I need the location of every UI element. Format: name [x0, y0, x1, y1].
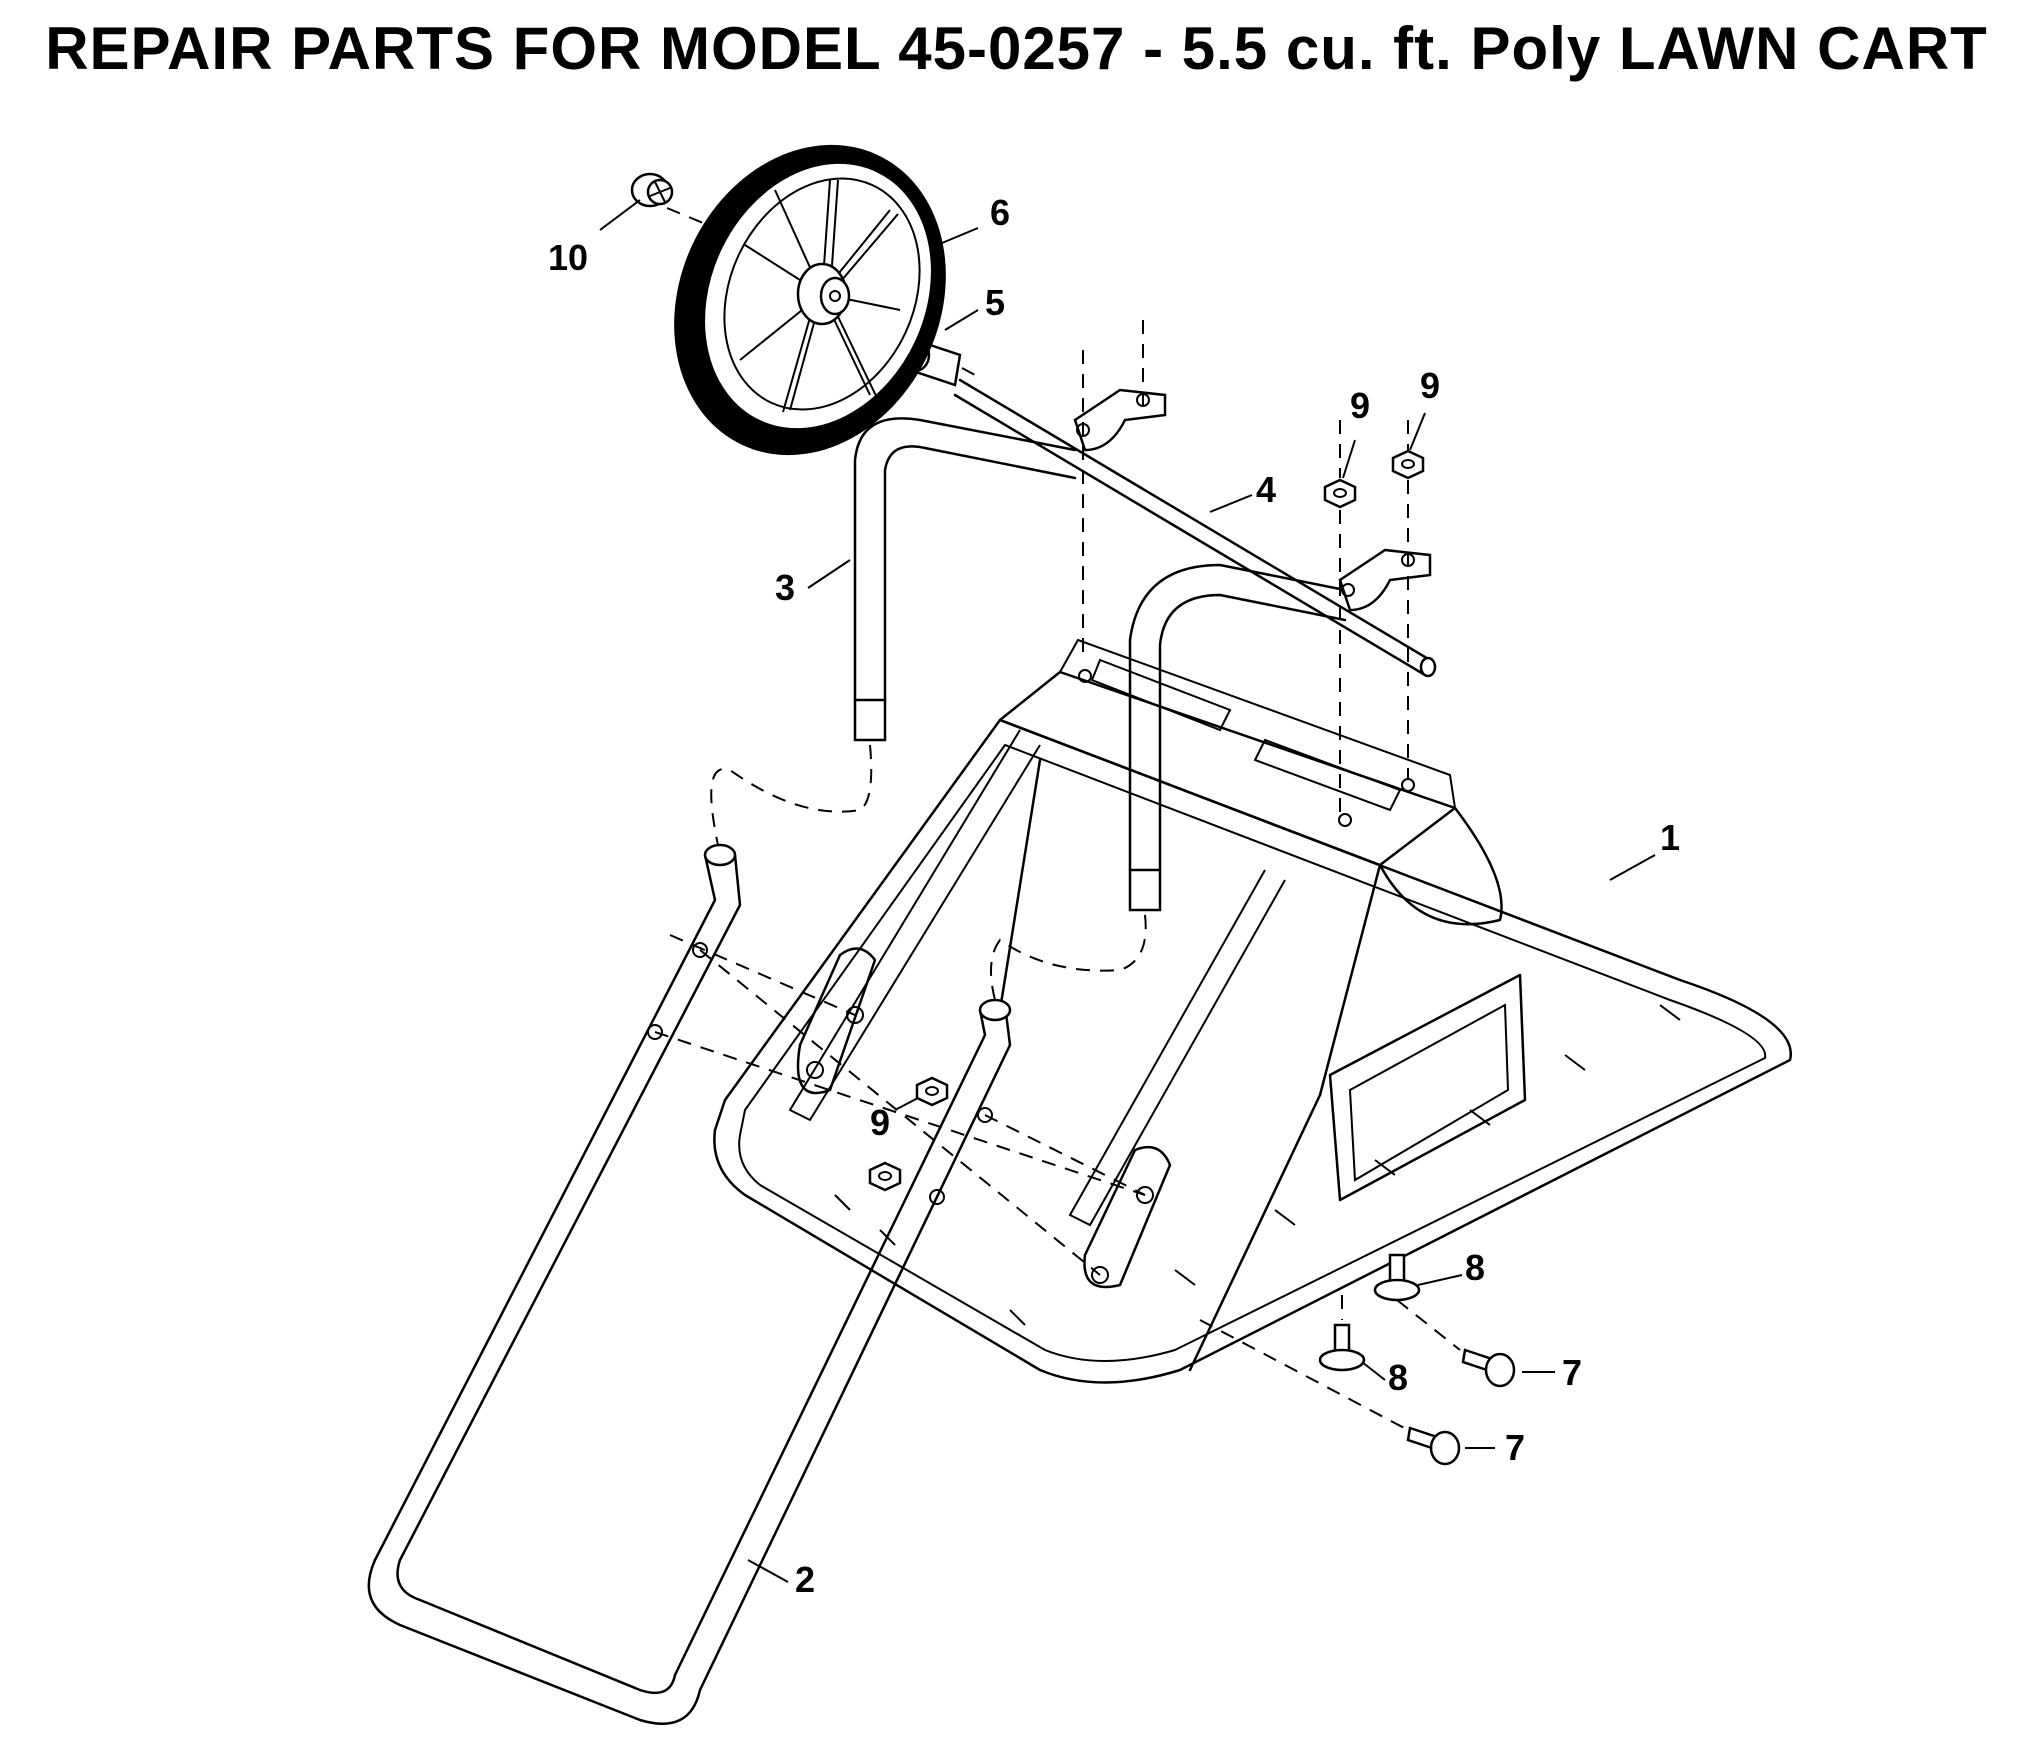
- bent-leg: [853, 417, 1077, 742]
- callout-4: 4: [1256, 469, 1276, 510]
- callout-3: 3: [775, 567, 795, 608]
- truss-screw: [1406, 1348, 1516, 1466]
- carriage-bolt: [1318, 1253, 1421, 1372]
- callout-1: 1: [1660, 817, 1680, 858]
- diagram-title: REPAIR PARTS FOR MODEL 45-0257 - 5.5 cu.…: [45, 15, 1988, 82]
- wheel: [674, 144, 946, 456]
- callout-2: 2: [795, 1559, 815, 1600]
- callout-7b: 7: [1505, 1427, 1525, 1468]
- callout-6: 6: [990, 192, 1010, 233]
- callouts: 1 2 3 4 5 6 7 7 8 8 9 9 9 10: [548, 192, 1680, 1600]
- cart-tray: [713, 638, 1793, 1384]
- callout-9a: 9: [1350, 385, 1370, 426]
- callout-5: 5: [985, 282, 1005, 323]
- axle: [953, 378, 1437, 678]
- hex-nut: [868, 449, 1425, 1192]
- leader-lines: [599, 199, 1656, 1583]
- assembly-lines: [654, 207, 1461, 1431]
- u-handle: [367, 843, 1012, 1725]
- callout-9c: 9: [870, 1102, 890, 1143]
- callout-7a: 7: [1562, 1352, 1582, 1393]
- callout-8b: 8: [1388, 1357, 1408, 1398]
- callout-8a: 8: [1465, 1247, 1485, 1288]
- callout-10: 10: [548, 237, 588, 278]
- push-nut: [630, 172, 674, 208]
- bent-leg-right: [1128, 563, 1347, 912]
- callout-9b: 9: [1420, 365, 1440, 406]
